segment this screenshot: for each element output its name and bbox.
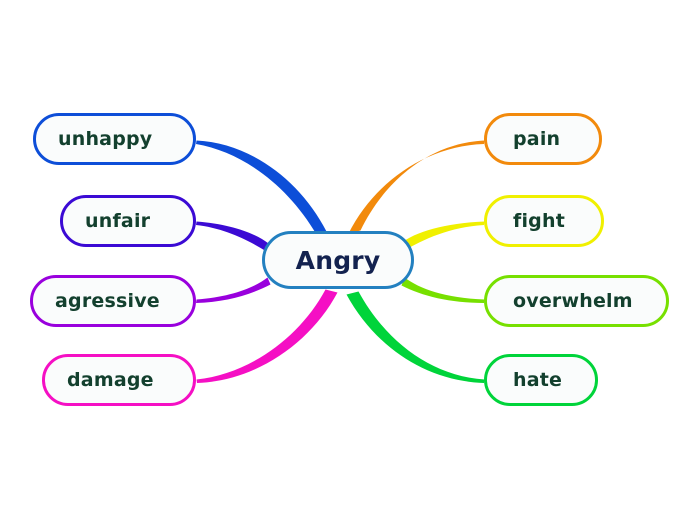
- connector-unfair: [196, 221, 269, 252]
- node-unhappy-label: unhappy: [58, 128, 153, 150]
- connector-hate: [346, 291, 485, 383]
- node-agressive[interactable]: agressive: [30, 275, 196, 327]
- connector-agressive: [196, 277, 271, 303]
- connector-damage: [196, 289, 338, 383]
- node-fight-label: fight: [513, 210, 565, 232]
- connector-pain: [348, 140, 485, 234]
- node-fight[interactable]: fight: [484, 195, 604, 247]
- node-pain[interactable]: pain: [484, 113, 602, 165]
- node-central-angry[interactable]: Angry: [262, 231, 414, 289]
- node-unhappy[interactable]: unhappy: [33, 113, 196, 165]
- connector-fight: [400, 221, 485, 252]
- connector-overwhelm: [401, 277, 485, 303]
- connector-unhappy: [196, 140, 327, 235]
- node-hate-label: hate: [513, 369, 563, 391]
- node-pain-label: pain: [513, 128, 561, 150]
- node-damage[interactable]: damage: [42, 354, 196, 406]
- node-overwhelm-label: overwhelm: [513, 290, 633, 312]
- node-unfair-label: unfair: [85, 210, 151, 232]
- node-overwhelm[interactable]: overwhelm: [484, 275, 669, 327]
- node-central-label: Angry: [295, 245, 381, 275]
- node-damage-label: damage: [67, 369, 154, 391]
- node-unfair[interactable]: unfair: [60, 195, 196, 247]
- node-hate[interactable]: hate: [484, 354, 598, 406]
- node-agressive-label: agressive: [55, 290, 160, 312]
